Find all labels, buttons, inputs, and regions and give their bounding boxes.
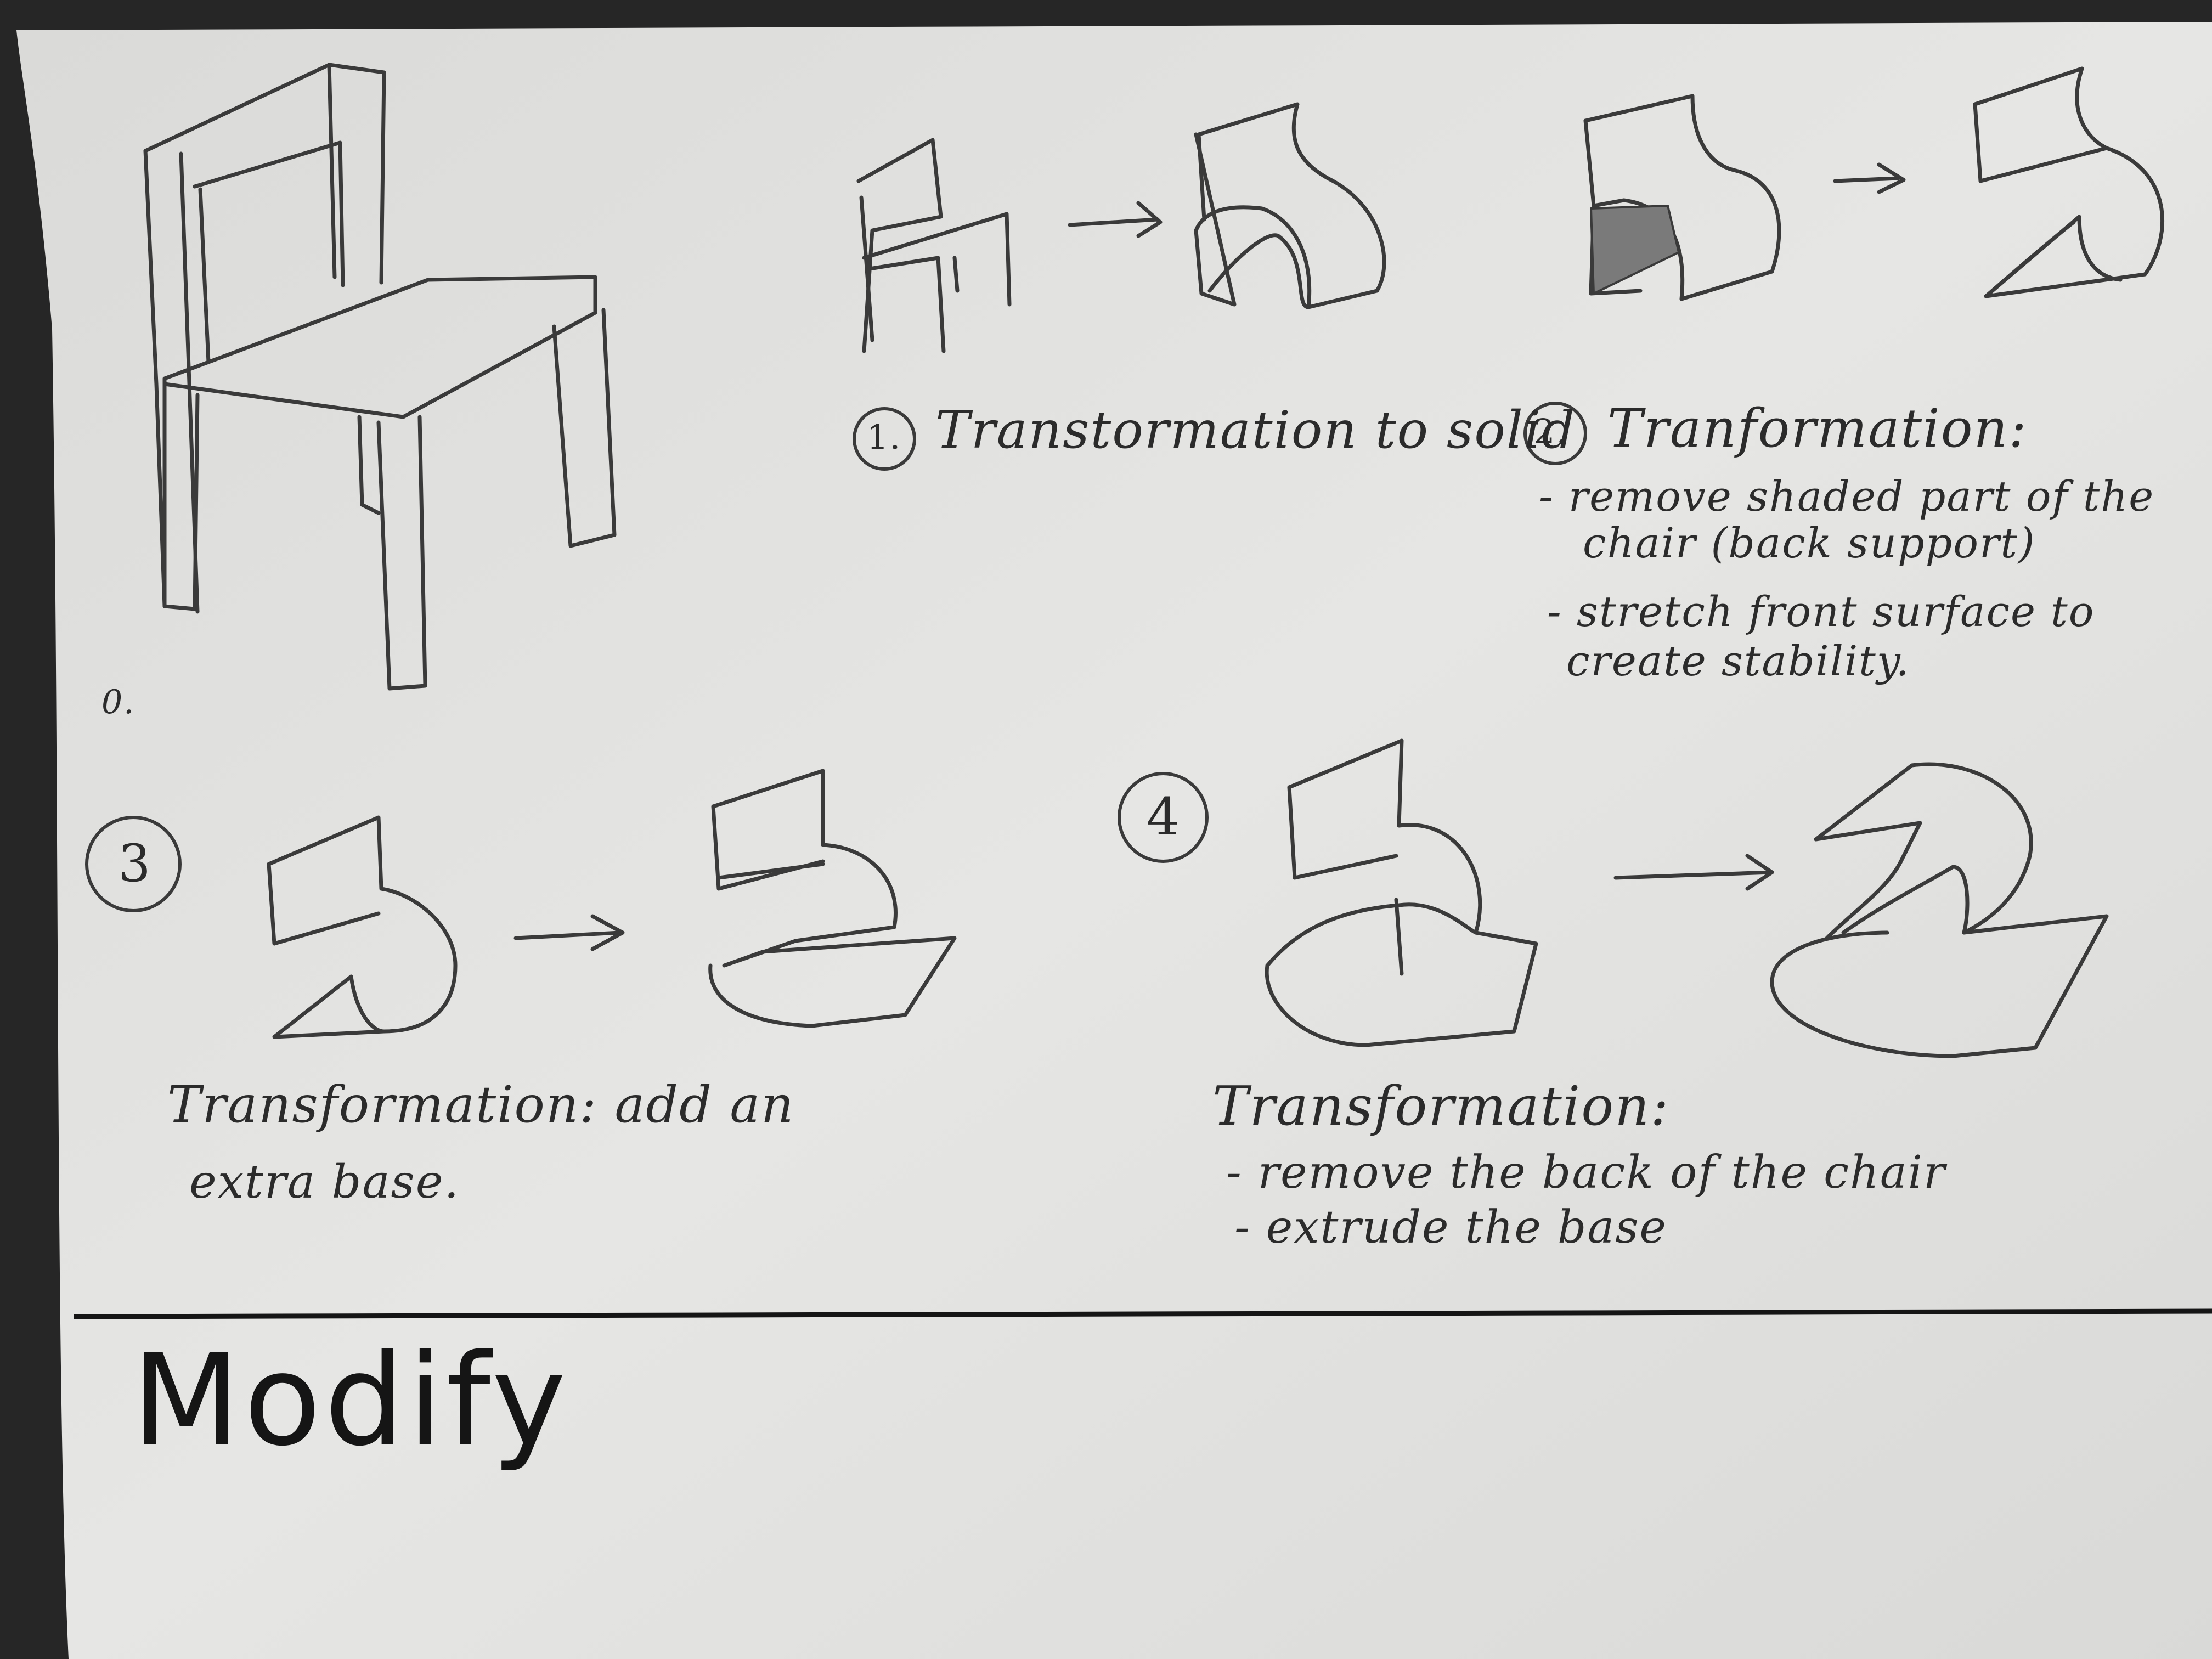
step-1-caption: Transtormation to solid bbox=[935, 400, 1576, 460]
step-0-label: 0. bbox=[101, 683, 136, 721]
shaded-back-support bbox=[1590, 205, 1680, 295]
step-2-note-4: create stability. bbox=[1566, 636, 1910, 685]
step-3-circle bbox=[85, 816, 182, 912]
step-2-note-2: chair (back support) bbox=[1583, 518, 2036, 567]
step-1-sketch bbox=[856, 102, 1386, 353]
step-4-note-2: - extrude the base bbox=[1234, 1201, 1667, 1254]
chair-sketch bbox=[143, 63, 617, 691]
step-2-number: 2. bbox=[1533, 411, 1568, 452]
step-2-sketch bbox=[1583, 66, 2164, 301]
step-1-number: 1. bbox=[867, 417, 902, 457]
paper-sheet bbox=[16, 22, 2212, 1659]
step-2-note-1: - remove shaded part of the bbox=[1539, 472, 2155, 521]
step-3-number: 3 bbox=[118, 834, 152, 894]
step-4-number: 4 bbox=[1147, 787, 1181, 847]
step-4-note-1: - remove the back of the chair bbox=[1226, 1147, 1946, 1199]
step-3-sketch bbox=[267, 769, 957, 1039]
step-2-caption: Tranformation: bbox=[1607, 398, 2028, 459]
step-2-note-3: - stretch front surface to bbox=[1547, 587, 2095, 636]
section-heading: Modify bbox=[132, 1328, 570, 1474]
step-4-circle bbox=[1118, 772, 1209, 863]
section-divider bbox=[74, 1308, 2212, 1319]
step-4-sketch bbox=[1265, 738, 2109, 1058]
step-4-caption: Transformation: bbox=[1212, 1075, 1670, 1138]
step-3-caption-line-2: extra base. bbox=[189, 1155, 460, 1209]
step-1-circle bbox=[853, 407, 916, 471]
step-3-caption-line-1: Transformation: add an bbox=[167, 1075, 795, 1134]
step-2-circle bbox=[1523, 402, 1587, 465]
